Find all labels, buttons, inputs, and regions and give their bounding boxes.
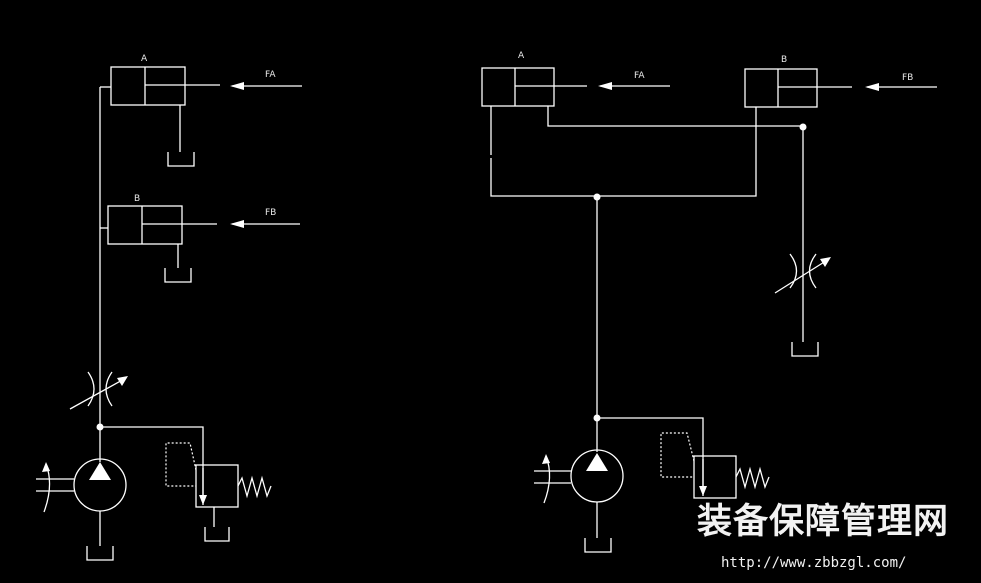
- left-force-b-arrow: [230, 220, 300, 228]
- left-cylinder-a-label: A: [141, 54, 148, 64]
- left-pump-icon: [36, 458, 127, 561]
- watermark-url: http://www.zbbzgl.com/: [721, 555, 906, 571]
- right-force-a-label: FA: [634, 71, 645, 81]
- right-cylinder-a-label: A: [518, 51, 525, 61]
- left-circuit: A FA B FB: [36, 54, 302, 561]
- left-relief-line: [100, 426, 204, 505]
- watermark-site-name: 装备保障管理网: [697, 502, 949, 542]
- left-force-a-arrow: [230, 82, 302, 90]
- right-force-b-label: FB: [902, 73, 913, 83]
- right-cylinder-a: [481, 67, 587, 107]
- right-circuit: A FA B FB: [481, 51, 937, 553]
- right-return-tank: [791, 342, 819, 357]
- left-relief-tank: [204, 527, 230, 542]
- right-cylinder-b: [744, 68, 852, 108]
- left-pump-tank: [86, 546, 114, 561]
- left-force-b-label: FB: [265, 208, 276, 218]
- right-rod-side-line: [547, 106, 803, 127]
- left-force-a-label: FA: [265, 70, 276, 80]
- left-cylinder-a: [100, 66, 220, 167]
- right-force-a-arrow: [598, 82, 670, 90]
- right-throttle-valve-icon: [774, 253, 831, 294]
- right-cylinder-b-label: B: [781, 55, 787, 65]
- right-relief-line: [597, 417, 704, 496]
- right-pump-tank: [584, 538, 612, 553]
- left-cylinder-b-label: B: [134, 194, 140, 204]
- left-tank-b: [164, 268, 192, 283]
- left-cylinder-b: [100, 205, 217, 283]
- right-pump-icon: [534, 449, 624, 553]
- right-relief-valve-icon: [660, 432, 770, 499]
- right-supply-manifold: [490, 107, 757, 197]
- right-force-b-arrow: [865, 83, 937, 91]
- left-throttle-valve-icon: [69, 371, 128, 410]
- left-tank-a: [167, 152, 195, 167]
- left-relief-valve-icon: [165, 442, 272, 542]
